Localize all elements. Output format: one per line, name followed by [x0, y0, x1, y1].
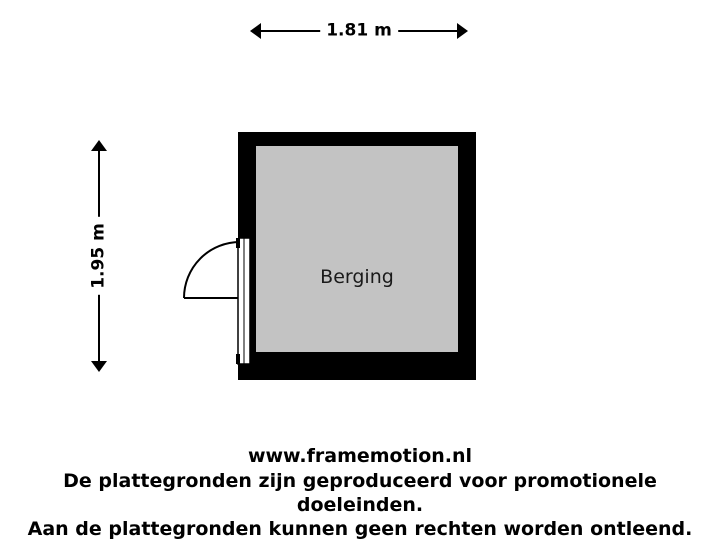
footer: www.framemotion.nl De plattegronden zijn…	[0, 444, 720, 541]
height-arrow-bottom-icon	[91, 361, 107, 372]
width-dimension: 1.81 m	[250, 18, 468, 44]
door-swing-icon	[183, 237, 251, 365]
room-floor: Berging	[256, 146, 458, 352]
room-walls: Berging	[238, 132, 476, 380]
footer-website: www.framemotion.nl	[247, 445, 473, 467]
door	[180, 237, 252, 368]
height-arrow-top-icon	[91, 140, 107, 151]
width-arrow-right-icon	[457, 23, 468, 39]
footer-disclaimer-line1: De plattegronden zijn geproduceerd voor …	[63, 470, 657, 516]
room-label: Berging	[320, 266, 394, 288]
width-dimension-label: 1.81 m	[320, 19, 398, 43]
footer-disclaimer-line2: Aan de plattegronden kunnen geen rechten…	[27, 518, 693, 540]
width-arrow-left-icon	[250, 23, 261, 39]
height-dimension: 1.95 m	[86, 140, 112, 372]
height-dimension-label: 1.95 m	[87, 217, 111, 295]
